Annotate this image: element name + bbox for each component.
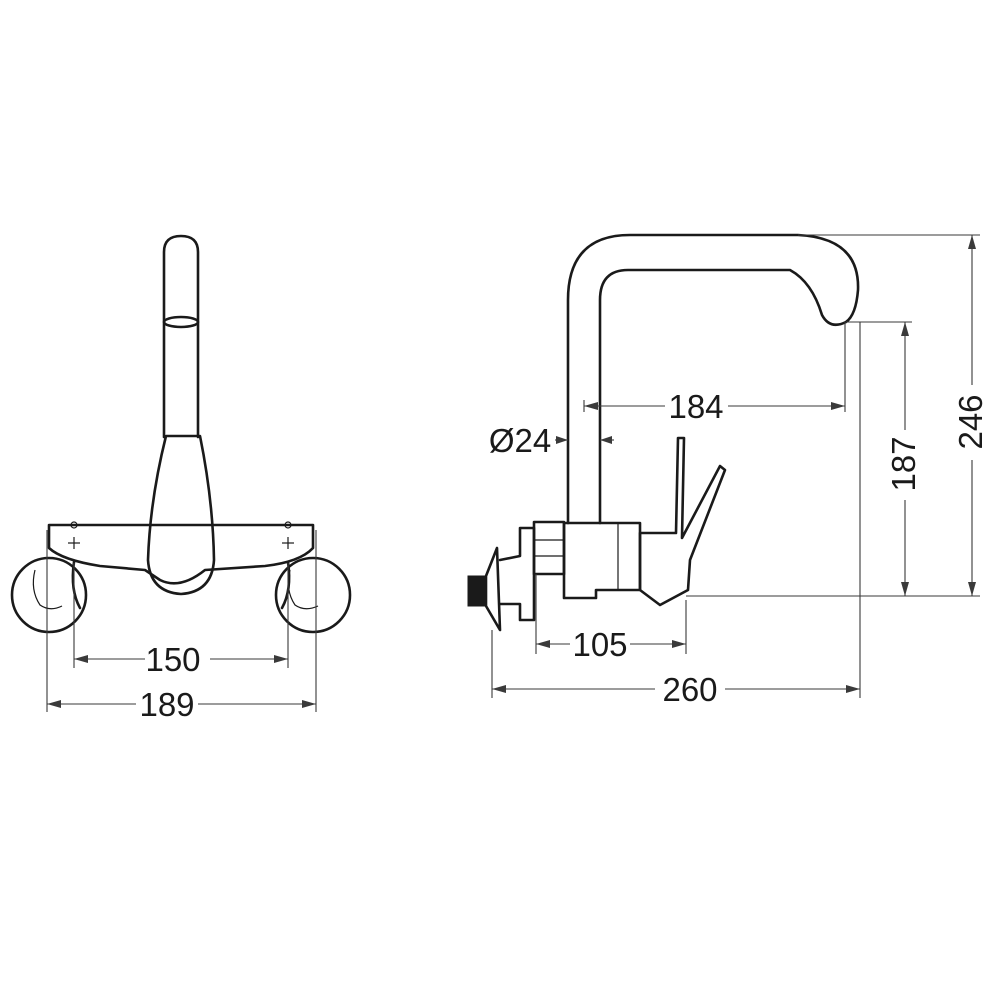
dim-diameter-label: Ø24 xyxy=(489,422,551,459)
side-wall-thread xyxy=(467,575,487,607)
dim-front-189: 189 xyxy=(46,530,317,723)
dim-side-diameter: Ø24 xyxy=(489,422,614,459)
side-hex-nut xyxy=(532,520,566,576)
dim-184-label: 184 xyxy=(668,388,723,425)
front-lever-body xyxy=(146,434,216,596)
side-lever xyxy=(638,436,727,607)
front-left-escutcheon xyxy=(10,556,88,634)
dim-260-label: 260 xyxy=(662,671,717,708)
front-view xyxy=(10,234,352,634)
dim-front-150: 150 xyxy=(73,563,289,678)
dim-side-246: 246 xyxy=(798,234,989,597)
front-spout xyxy=(162,234,200,439)
side-connector xyxy=(498,526,536,622)
dim-side-260: 260 xyxy=(491,322,861,708)
dim-105-label: 105 xyxy=(572,626,627,663)
front-spout-outlet xyxy=(162,315,200,329)
dim-side-187: 187 xyxy=(686,321,922,597)
dim-246-label: 246 xyxy=(952,394,989,449)
dim-side-184: 184 xyxy=(583,322,846,425)
dim-side-105: 105 xyxy=(535,574,687,663)
side-body xyxy=(562,521,642,600)
side-view xyxy=(467,233,860,632)
dim-187-label: 187 xyxy=(885,436,922,491)
dim-189-label: 189 xyxy=(139,686,194,723)
side-spout xyxy=(566,233,860,525)
dim-150-label: 150 xyxy=(145,641,200,678)
front-cross-marks xyxy=(68,521,294,549)
side-escutcheon xyxy=(484,546,502,632)
front-body-bar xyxy=(47,523,315,585)
